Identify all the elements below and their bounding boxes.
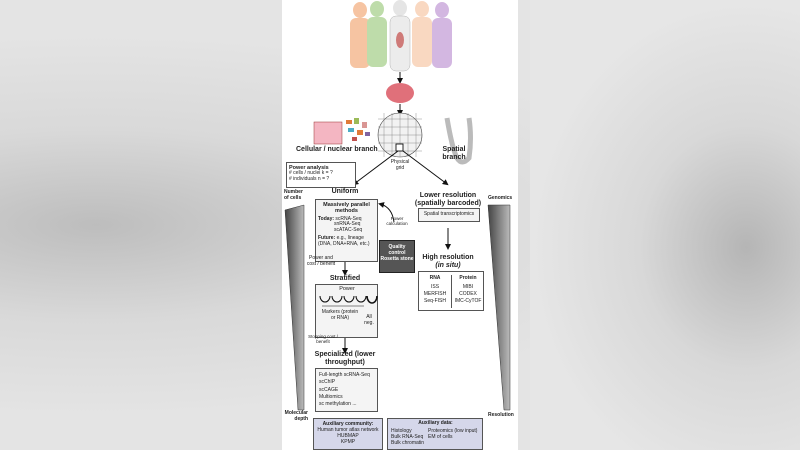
specialized-item: Multiomics [319,393,343,400]
power-label: Power [339,286,355,292]
specialized-item: scCAGE [319,386,339,393]
gates-icon [319,295,378,307]
rna-method: MERFISH [423,291,447,297]
specialized-heading: Specialized (lower throughput) [314,351,376,366]
tissue-icon [386,83,414,103]
future-label: Future: [318,234,336,241]
aux-data-title: Auxiliary data: [418,420,453,426]
spatial-transcriptomics-label: Spatial transcriptomics [423,211,475,217]
resolution-label: Resolution [488,412,514,418]
spatial-branch-label: Spatial branch [442,146,466,161]
quality-control-box: Quality control Rosetta stone [379,240,415,273]
aux-data-item: Histology [391,428,412,434]
spatial-transcriptomics-box: Spatial transcriptomics [418,208,480,222]
human-figures-illustration [350,0,452,72]
power-cost-label: Power and cost / benefit [306,255,336,267]
figure-panel: Cellular / nuclear branch Spatial branch… [282,0,518,450]
blurred-background-right [530,0,800,450]
power-analysis-row: # cells / nuclei k = ? [289,170,333,177]
protein-header: Protein [459,275,477,281]
power-analysis-box: Power analysis # cells / nuclei k = ? # … [286,162,356,188]
power-analysis-row: # individuals n = ? [289,176,330,183]
high-resolution-box: RNA ISS MERFISH Seq-FISH Protein MIBI CO… [418,271,484,311]
auxiliary-community-box: Auxiliary community: Human tumor atlas n… [313,418,383,450]
aux-data-item: Proteomics (low input) [428,428,478,434]
cellular-branch-label: Cellular / nuclear branch [296,146,378,153]
molecular-depth-label: Molecular depth [284,410,308,422]
specialized-box: Full-length scRNA-Seq scChIP scCAGE Mult… [315,368,378,412]
specialized-item: scChIP [319,379,336,386]
specialized-item: sc methylation ... [319,401,357,407]
rna-header: RNA [429,275,441,281]
aux-data-item: Bulk chromatin [391,440,425,446]
physical-grid-label: Physical grid [390,159,410,171]
protein-method: CODEX [459,291,477,297]
aux-community-item: KPMP [340,438,356,445]
aux-community-item: Human tumor atlas network [317,427,379,433]
stratified-heading: Stratified [329,275,361,282]
rna-method: ISS [430,284,440,290]
aux-data-item: Bulk RNA-Seq [391,434,424,440]
massively-parallel-box: Massively parallel methods Today: scRNA-… [315,199,378,262]
cells-illustration [313,118,370,145]
genomics-label: Genomics [488,195,513,201]
in-situ-label: (in situ) [435,262,461,269]
aux-community-item: HUBMAP [337,432,359,439]
specialized-item: Full-length scRNA-Seq [319,372,370,378]
power-calculation-label: Power calculation [386,216,408,227]
physical-grid-illustration [377,112,423,158]
tissue-crypt-illustration [444,117,473,165]
diagram-graphics [284,0,511,411]
stopping-label: Stopping cost / benefit [308,334,338,345]
auxiliary-data-box: Auxiliary data: Histology Bulk RNA-Seq B… [387,418,483,450]
rna-method: Seq-FISH [424,298,446,304]
massively-parallel-title: Massively parallel methods [323,202,370,215]
number-of-cells-gradient [284,204,305,411]
uniform-heading: Uniform [331,188,359,195]
method-item: scATAC-Seq [334,227,363,234]
aux-community-title: Auxiliary community: [322,421,374,427]
future-text: e.g., lineage (DNA, DNA+RNA, etc.) [318,234,370,247]
stratified-power-box: Power Markers (protein or RNA) All neg. [315,284,378,338]
lower-resolution-heading: Lower resolution (spatially barcoded) [414,192,482,207]
genomics-gradient [487,204,511,411]
protein-method: MIBI [462,284,474,290]
markers-label: Markers (protein or RNA) [321,309,359,321]
power-analysis-title: Power analysis [289,165,329,171]
number-of-cells-label: Number of cells [284,189,303,201]
all-neg-label: All neg. [364,314,374,326]
method-item: scRNA-Seq [335,215,362,222]
protein-method: IMC-CyTOF [454,298,482,304]
method-item: snRNA-Seq [334,221,361,228]
aux-data-item: EM of cells [428,434,453,440]
high-resolution-heading: High resolution [422,254,474,261]
today-label: Today: [318,215,335,222]
